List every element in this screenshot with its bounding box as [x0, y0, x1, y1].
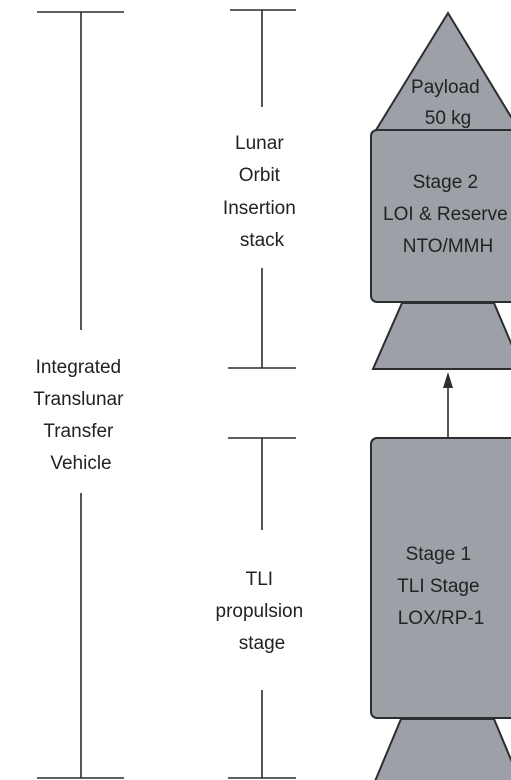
stage-2-label-line-1: Stage 2 — [413, 172, 479, 193]
stage-1-label-line-3: LOX/RP-1 — [398, 608, 485, 629]
payload-label: Payload 50 kg — [411, 77, 485, 129]
arrow-head — [443, 372, 453, 388]
tli-stage-label-line-1: TLI — [246, 569, 273, 590]
stage-2-engine-nozzle — [371, 302, 511, 370]
stage-2-label-line-3: NTO/MMH — [403, 236, 493, 257]
stage-2-label: Stage 2 LOI & Reserve NTO/MMH — [383, 172, 511, 257]
loi-stack-label-line-4: stack — [240, 230, 285, 251]
stage-1-label-line-1: Stage 1 — [406, 544, 472, 565]
payload-fairing: Payload 50 kg — [374, 11, 511, 131]
loi-stack-label-line-1: Lunar — [235, 133, 284, 154]
payload-label-line-2: 50 kg — [425, 108, 471, 129]
loi-stack-label: Lunar Orbit Insertion stack — [223, 133, 301, 251]
stage-1: Stage 1 TLI Stage LOX/RP-1 — [370, 437, 511, 780]
tli-stage-label-line-3: stage — [239, 633, 285, 654]
tli-stage-label: TLI propulsion stage — [216, 569, 309, 654]
stage-2-label-line-2: LOI & Reserve — [383, 204, 508, 225]
stage-1-label-line-2: TLI Stage — [397, 576, 479, 597]
stage-2: Stage 2 LOI & Reserve NTO/MMH — [370, 129, 511, 370]
integrated-vehicle-label-line-3: Transfer — [43, 421, 114, 442]
stage-connection-arrow — [443, 372, 453, 438]
integrated-vehicle-dimension: Integrated Translunar Transfer Vehicle — [33, 11, 128, 779]
tli-stage-dimension: TLI propulsion stage — [216, 437, 309, 779]
tli-stage-label-line-2: propulsion — [216, 601, 304, 622]
loi-stack-dimension: Lunar Orbit Insertion stack — [223, 9, 301, 369]
loi-stack-label-line-2: Orbit — [239, 165, 281, 186]
integrated-vehicle-label-line-1: Integrated — [36, 357, 122, 378]
integrated-vehicle-label-line-4: Vehicle — [50, 453, 111, 474]
payload-label-line-1: Payload — [411, 77, 480, 98]
integrated-vehicle-label: Integrated Translunar Transfer Vehicle — [33, 357, 128, 474]
loi-stack-label-line-3: Insertion — [223, 198, 296, 219]
integrated-vehicle-label-line-2: Translunar — [33, 389, 124, 410]
stage-1-engine-nozzle — [374, 718, 511, 780]
stage-1-label: Stage 1 TLI Stage LOX/RP-1 — [397, 544, 485, 629]
